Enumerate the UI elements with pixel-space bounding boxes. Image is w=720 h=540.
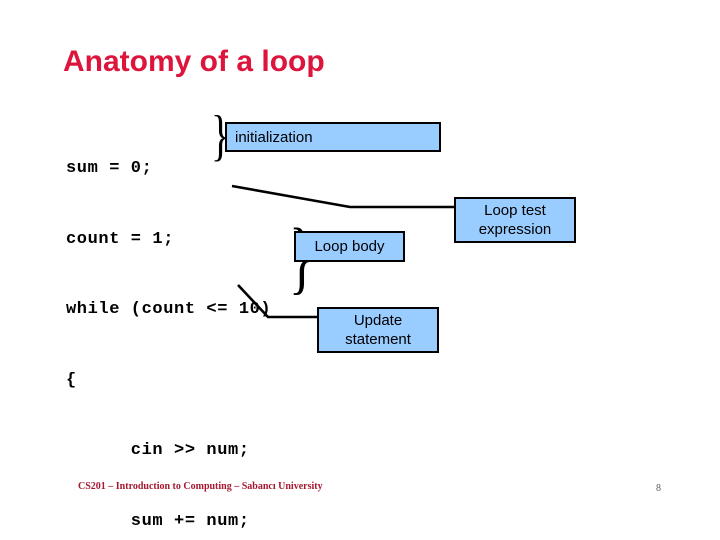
code-block: sum = 0; count = 1; while (count <= 10) … xyxy=(66,110,271,540)
code-line: count = 1; xyxy=(66,229,175,249)
callout-loop-body: Loop body xyxy=(294,231,405,262)
page-number: 8 xyxy=(656,483,661,494)
callout-loop-test-line1: Loop test xyxy=(484,202,546,219)
code-line: { xyxy=(66,370,77,390)
code-line: cin >> num; xyxy=(66,441,250,460)
callout-initialization: initialization xyxy=(225,122,441,152)
callout-initialization-label: initialization xyxy=(235,128,313,146)
code-line: sum += num; xyxy=(66,511,250,531)
callout-loop-test-expression: Loop test expression xyxy=(454,197,576,243)
callout-loop-test-line2: expression xyxy=(478,221,552,238)
code-line: while (count <= 10) xyxy=(66,300,272,319)
callout-update-statement: Update statement xyxy=(317,307,439,353)
callout-update-line2: statement xyxy=(345,331,411,348)
page-title: Anatomy of a loop xyxy=(63,45,325,78)
footer-course-text: CS201 – Introduction to Computing – Saba… xyxy=(78,481,323,492)
callout-update-line1: Update xyxy=(353,312,403,329)
code-line: sum = 0; xyxy=(66,159,153,178)
callout-loop-body-label: Loop body xyxy=(314,238,385,255)
